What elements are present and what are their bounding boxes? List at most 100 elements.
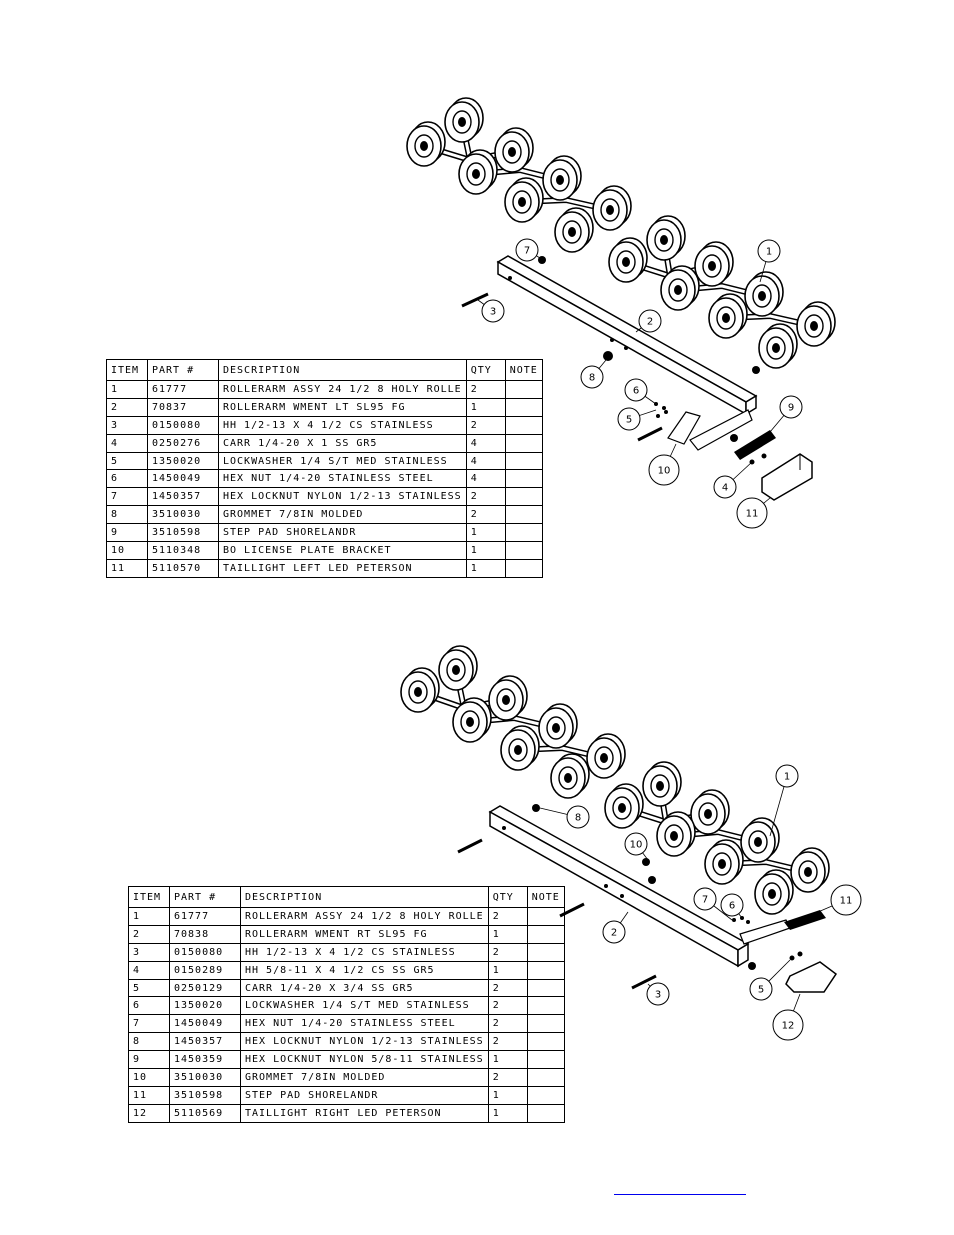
- bom-qty-cell: 2: [465, 415, 506, 435]
- bom-note-cell: [526, 1014, 565, 1034]
- bom-note-cell: [526, 1032, 565, 1052]
- callout-label: 3: [490, 307, 496, 318]
- roller-wheel: [694, 241, 734, 287]
- bom-item-cell: 10: [106, 541, 148, 560]
- callout-label: 5: [758, 985, 764, 996]
- bom-description-cell: HH 1/2-13 X 4 1/2 CS STAINLESS: [240, 942, 489, 962]
- callout-label: 9: [788, 403, 794, 414]
- bom-qty-cell: 1: [487, 924, 528, 944]
- bom-note-cell: [504, 541, 543, 560]
- bom-item-cell: 1: [128, 907, 170, 926]
- roller-wheel: [458, 149, 498, 195]
- bom-part-cell: 5110348: [147, 541, 219, 560]
- bom-qty-cell: 1: [487, 1085, 528, 1105]
- bom-description-cell: HEX NUT 1/4-20 STAINLESS STEEL: [218, 469, 467, 489]
- bom-note-cell: [526, 924, 565, 944]
- bom-note-cell: [526, 996, 565, 1016]
- callout-label: 6: [633, 386, 639, 397]
- bom-note-cell: [526, 960, 565, 980]
- callout-balloon: 11: [817, 884, 862, 916]
- roller-wheel: [708, 293, 748, 339]
- bom-qty-cell: 2: [465, 505, 506, 525]
- roller-wheel: [488, 675, 528, 721]
- bom-item-cell: 4: [128, 960, 170, 980]
- roller-wheel: [744, 271, 784, 317]
- roller-wheel: [500, 725, 540, 771]
- bom-qty-cell: 2: [465, 380, 506, 399]
- bom-item-cell: 5: [128, 978, 170, 998]
- callout-balloon: 6: [624, 378, 657, 405]
- callout-balloon: 4: [713, 461, 753, 499]
- bom-part-cell: 1450359: [169, 1050, 241, 1070]
- roller-wheel: [444, 97, 484, 143]
- roller-wheel: [642, 761, 682, 807]
- bom-item-cell: 3: [106, 415, 148, 435]
- bom-description-cell: HEX NUT 1/4-20 STAINLESS STEEL: [240, 1014, 489, 1034]
- callout-label: 3: [655, 990, 661, 1001]
- bom-note-cell: [504, 523, 543, 543]
- bom-note-cell: [526, 907, 565, 926]
- header-qty: QTY: [465, 359, 506, 381]
- roller-wheel: [452, 697, 492, 743]
- roller-wheel: [796, 301, 836, 347]
- bom-description-cell: ROLLERARM WMENT LT SL95 FG: [218, 397, 467, 417]
- roller-wheel: [754, 869, 794, 915]
- bom-qty-cell: 2: [465, 487, 506, 507]
- roller-wheel: [592, 185, 632, 231]
- callout-label: 10: [630, 840, 643, 851]
- bom-item-cell: 4: [106, 433, 148, 453]
- roller-wheel: [438, 645, 478, 691]
- bom-item-cell: 9: [106, 523, 148, 543]
- callout-label: 2: [611, 928, 617, 939]
- bom-note-cell: [526, 942, 565, 962]
- callout-balloon: 1: [757, 239, 781, 283]
- bom-item-cell: 10: [128, 1068, 170, 1087]
- bom-part-cell: 1350020: [169, 996, 241, 1016]
- bom-qty-cell: 1: [465, 523, 506, 543]
- callout-label: 11: [746, 509, 759, 520]
- bom-qty-cell: 2: [487, 1014, 528, 1034]
- bom-part-cell: 0150080: [147, 415, 219, 435]
- bom-part-cell: 5110569: [169, 1103, 241, 1123]
- callout-label: 11: [840, 896, 853, 907]
- bom-item-cell: 5: [106, 451, 148, 471]
- roller-wheel: [586, 733, 626, 779]
- bom-qty-cell: 2: [487, 1032, 528, 1052]
- callout-label: 12: [782, 1021, 795, 1032]
- callout-label: 5: [626, 415, 632, 426]
- callout-label: 8: [589, 373, 595, 384]
- bom-item-cell: 1: [106, 380, 148, 399]
- roller-wheel: [550, 753, 590, 799]
- header-part: PART #: [147, 359, 219, 381]
- roller-wheel: [740, 817, 780, 863]
- bom-item-cell: 8: [106, 505, 148, 525]
- callout-balloon: 10: [648, 443, 680, 486]
- roller-wheel: [758, 323, 798, 369]
- roller-wheel: [604, 783, 644, 829]
- bom-part-cell: 1350020: [147, 451, 219, 471]
- roller-wheel: [406, 121, 446, 167]
- bom-qty-cell: 1: [487, 1050, 528, 1070]
- footer-link[interactable]: [614, 1180, 746, 1195]
- bom-item-cell: 7: [106, 487, 148, 507]
- roller-wheel: [690, 789, 730, 835]
- bom-part-cell: 1450357: [147, 487, 219, 507]
- callout-label: 7: [702, 895, 708, 906]
- callout-balloon: 10: [624, 832, 649, 861]
- roller-wheel: [538, 703, 578, 749]
- bom-header-row: ITEM PART # DESCRIPTION QTY NOTE: [128, 886, 565, 908]
- bom-header-row: ITEM PART # DESCRIPTION QTY NOTE: [106, 359, 543, 381]
- bom-qty-cell: 2: [487, 1068, 528, 1087]
- roller-wheel: [504, 177, 544, 223]
- callout-label: 6: [729, 901, 735, 912]
